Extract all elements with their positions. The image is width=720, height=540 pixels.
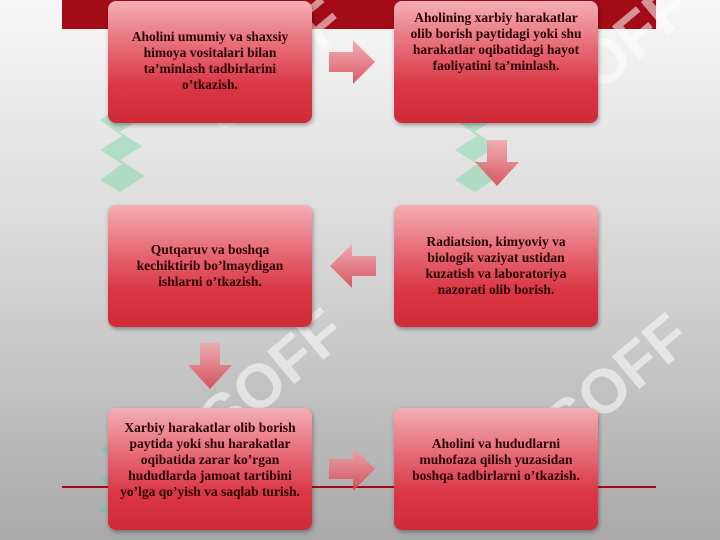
step-box-6: Aholini va hududlarni muhofaza qilish yu… (394, 408, 598, 530)
step-4-text: Radiatsion, kimyoviy va biologik vaziyat… (425, 234, 567, 297)
step-2-text: Aholining xarbiy harakatlar olib borish … (410, 10, 582, 73)
step-box-1: Aholini umumiy va shaxsiy himoya vosital… (108, 1, 312, 123)
arrow-down-icon (475, 140, 519, 186)
step-box-3: Qutqaruv va boshqa kechiktirib bo’lmaydi… (108, 205, 312, 327)
step-6-text: Aholini va hududlarni muhofaza qilish yu… (412, 436, 580, 483)
arrow-left-icon (330, 244, 376, 288)
step-box-4: Radiatsion, kimyoviy va biologik vaziyat… (394, 205, 598, 327)
arrow-down-icon (188, 343, 232, 389)
step-1-text: Aholini umumiy va shaxsiy himoya vosital… (131, 29, 289, 92)
step-box-5: Xarbiy harakatlar olib borish paytida yo… (108, 408, 312, 530)
arrow-right-icon (329, 40, 375, 84)
step-box-2: Aholining xarbiy harakatlar olib borish … (394, 1, 598, 123)
step-3-text: Qutqaruv va boshqa kechiktirib bo’lmaydi… (136, 242, 284, 289)
arrow-right-icon (329, 447, 375, 491)
step-5-text: Xarbiy harakatlar olib borish paytida yo… (120, 420, 300, 499)
bottom-accent-line (62, 486, 656, 488)
